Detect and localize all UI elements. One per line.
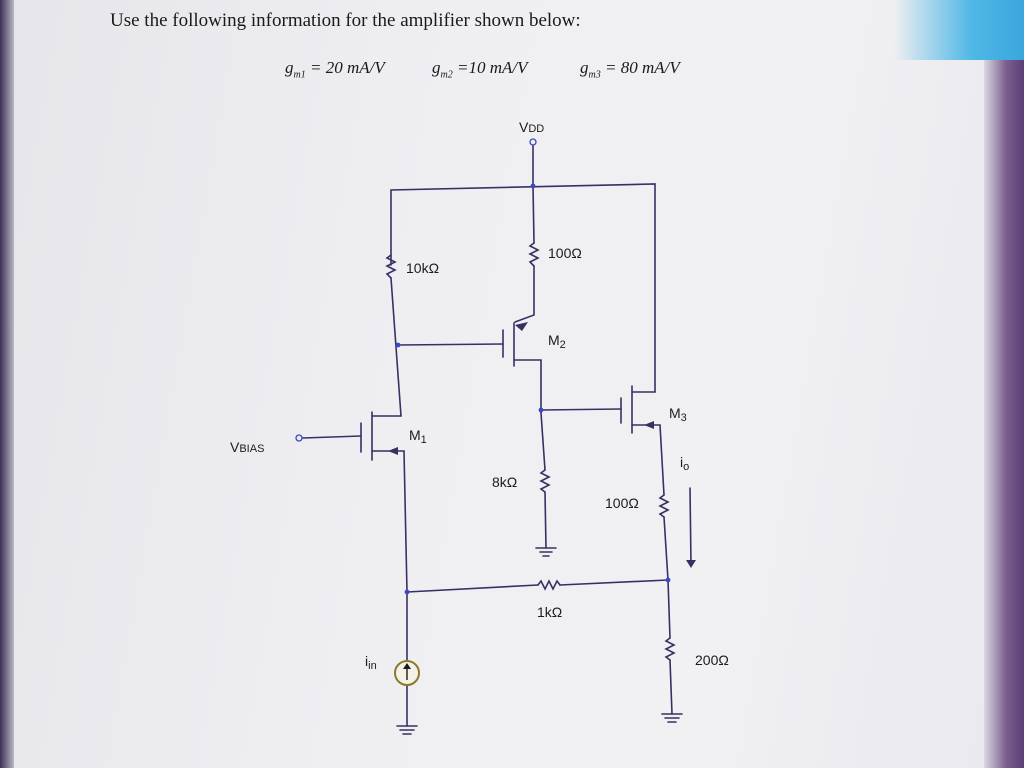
page-edge-left	[0, 0, 14, 768]
m2-label: M2	[548, 332, 566, 351]
resistor-200	[664, 637, 676, 661]
page-edge-right	[984, 0, 1024, 768]
vdd-rail	[390, 183, 656, 393]
page-edge-corner	[894, 0, 1024, 60]
iin-arrowhead-icon	[403, 663, 411, 669]
wire-output	[663, 516, 669, 581]
node-feedback-left	[404, 589, 410, 595]
node-m3-gate	[538, 407, 544, 413]
wire-m3-gate	[540, 408, 622, 411]
m2-source-arrow	[515, 322, 528, 331]
wire-m1-source	[371, 450, 408, 593]
r-8k-label: 8kΩ	[492, 474, 517, 490]
gm1-label: gm1 = 20 mA/V	[285, 58, 385, 81]
wire-m3-source	[631, 424, 665, 496]
node-vdd	[530, 183, 536, 189]
resistor-10k	[385, 254, 397, 279]
m3-label: M3	[669, 405, 687, 424]
gm3-label: gm3 = 80 mA/V	[580, 58, 680, 81]
vbias-label: VBIAS	[230, 439, 264, 455]
wire-r200	[667, 579, 671, 639]
gm2-label: gm2 =10 mA/V	[432, 58, 528, 81]
wire-fb-right	[559, 579, 669, 586]
wire-r100-top	[532, 185, 535, 244]
wire-r8k	[540, 412, 546, 471]
wire-m2-drain	[514, 265, 535, 323]
r-200-label: 200Ω	[695, 652, 729, 668]
node-m2-gate	[395, 342, 401, 348]
m1-label: M1	[409, 427, 427, 446]
m1-source-arrow	[388, 447, 398, 455]
wire-m1-drain	[390, 277, 402, 417]
resistor-100-top	[528, 242, 540, 267]
wire-m2-gate	[397, 343, 504, 346]
io-label: io	[680, 454, 689, 473]
m3-source-arrow	[644, 421, 654, 429]
io-arrow-line	[689, 487, 692, 566]
vdd-terminal	[529, 138, 537, 146]
wire-m2-source	[513, 359, 542, 414]
io-arrowhead	[686, 560, 696, 568]
resistor-1k	[537, 579, 561, 591]
wire-200-ground	[669, 659, 673, 715]
problem-header: Use the following information for the am…	[110, 10, 581, 31]
iin-label: iin	[365, 653, 377, 672]
r-100-mid-label: 100Ω	[605, 495, 639, 511]
resistor-8k	[539, 469, 551, 493]
resistor-100-mid	[658, 494, 670, 518]
r-100-top-label: 100Ω	[548, 245, 582, 261]
wire-vbias	[302, 435, 362, 439]
wire-8k-ground	[544, 491, 547, 549]
r-10k-label: 10kΩ	[406, 260, 439, 276]
r-1k-label: 1kΩ	[537, 604, 562, 620]
vbias-terminal	[295, 434, 303, 442]
node-output	[665, 577, 671, 583]
wire-fb-left	[406, 584, 539, 593]
vdd-label: VDD	[519, 119, 544, 135]
